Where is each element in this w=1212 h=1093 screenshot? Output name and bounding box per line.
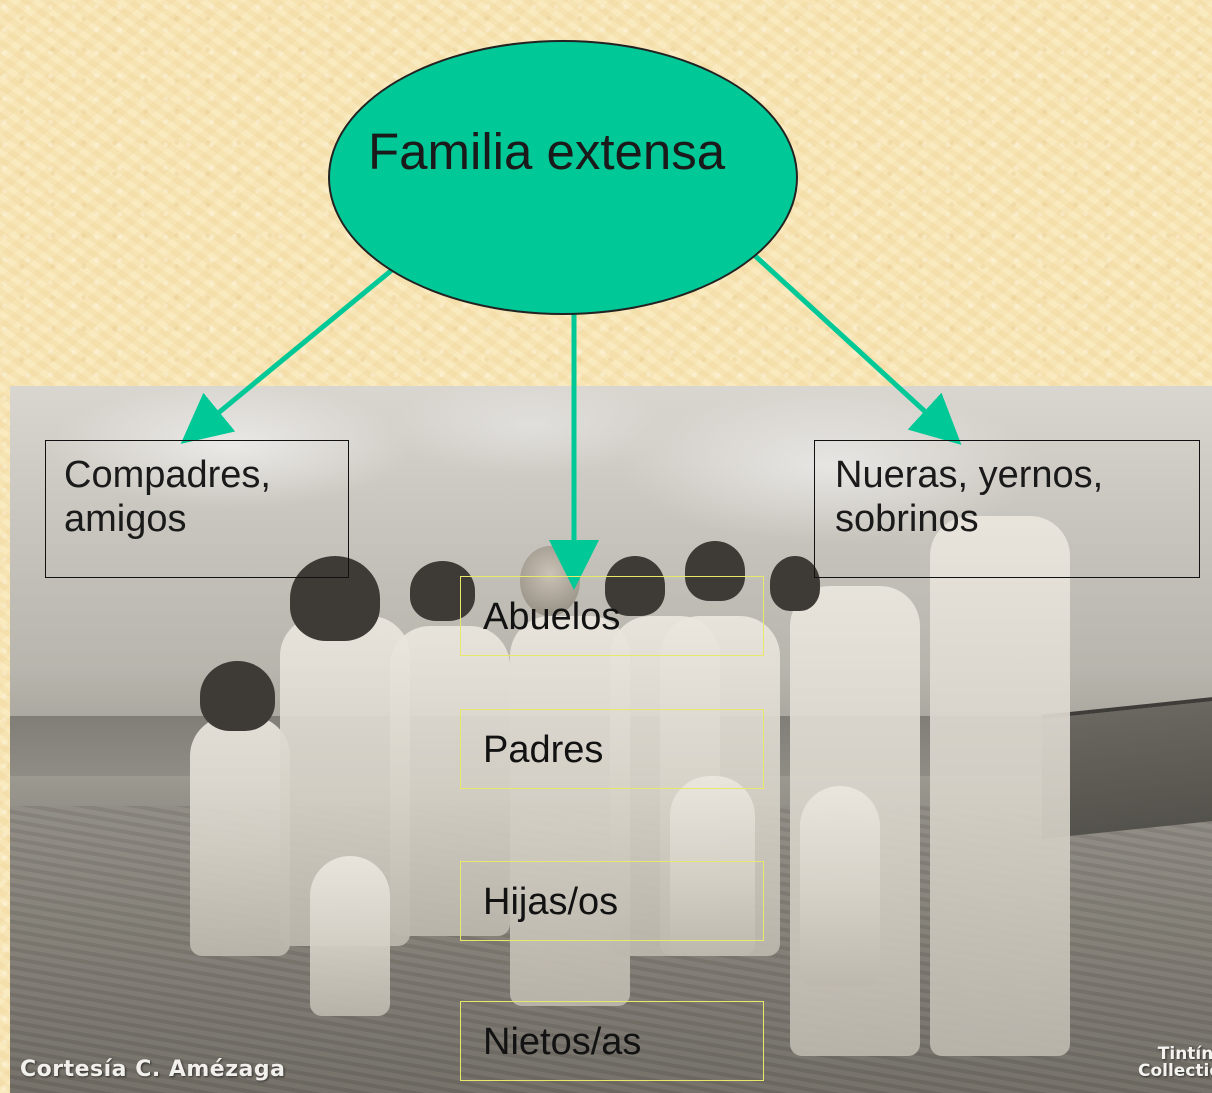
branch-left-line2: amigos	[64, 498, 187, 540]
photo-person-hair	[605, 556, 665, 616]
photo-person	[310, 856, 390, 1016]
branch-right-line2: sobrinos	[835, 498, 979, 540]
center-box-abuelos: Abuelos	[460, 576, 764, 656]
center-box-nietos: Nietos/as	[460, 1001, 764, 1081]
branch-box-right: Nueras, yernos, sobrinos	[814, 440, 1200, 578]
photo-person	[190, 716, 290, 956]
photo-credit-left: Cortesía C. Amézaga	[20, 1057, 286, 1082]
branch-left-line1: Compadres,	[64, 454, 271, 496]
photo-person	[670, 776, 755, 956]
photo-person	[930, 516, 1070, 1056]
family-photo	[10, 386, 1212, 1093]
root-node	[328, 40, 798, 315]
photo-person	[800, 786, 880, 986]
branch-right-line1: Nueras, yernos,	[835, 454, 1104, 496]
branch-box-left: Compadres, amigos	[45, 440, 349, 578]
center-box-padres: Padres	[460, 709, 764, 789]
photo-person-hair	[410, 561, 475, 621]
photo-person-hair	[685, 541, 745, 601]
photo-credit-right-line1: Tintín	[1157, 1044, 1212, 1064]
photo-person	[390, 626, 510, 936]
root-node-label: Familia extensa	[368, 123, 726, 180]
photo-person-hair	[770, 556, 820, 611]
photo-person-hair	[290, 556, 380, 641]
photo-credit-right: Tintín Collection	[1138, 1046, 1212, 1080]
photo-person-hair	[200, 661, 275, 731]
center-box-hijos: Hijas/os	[460, 861, 764, 941]
photo-credit-right-line2: Collection	[1138, 1061, 1212, 1081]
